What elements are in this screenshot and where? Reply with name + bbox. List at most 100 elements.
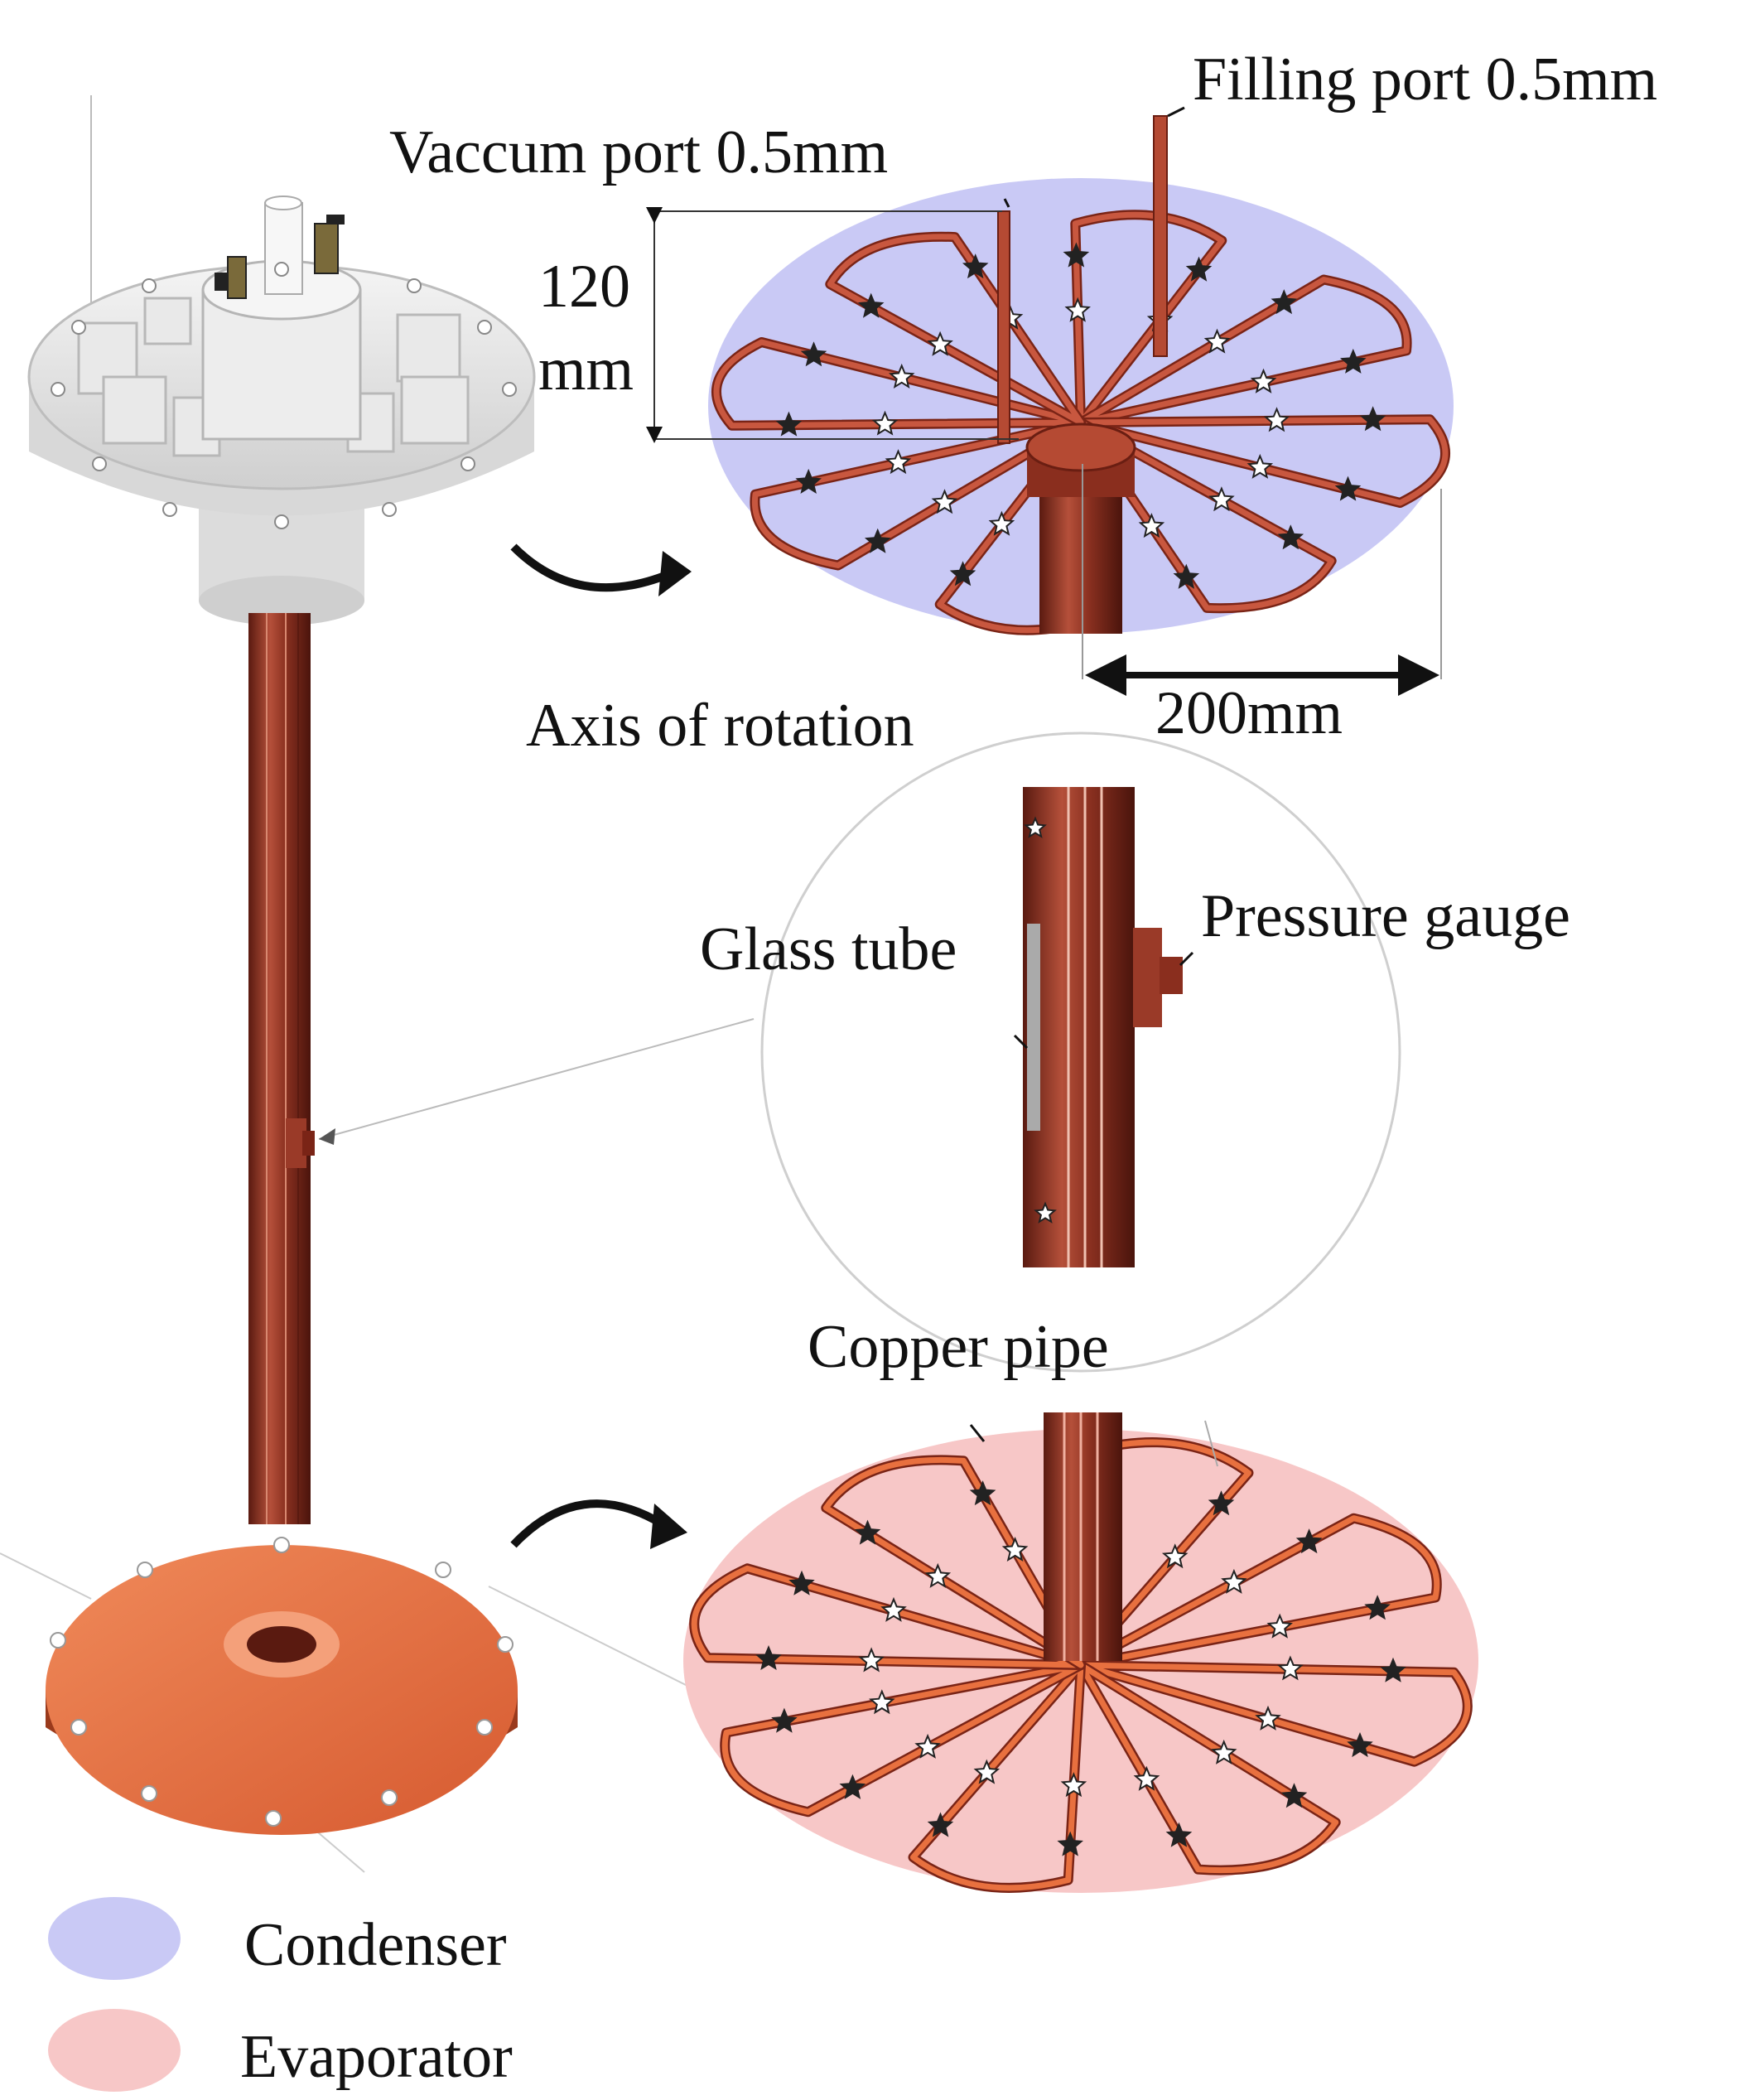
thermocouple-marker: [969, 1480, 996, 1506]
thermocouple-marker: [1221, 1568, 1247, 1594]
thermocouple-marker: [1359, 406, 1386, 432]
thermocouple-marker: [1347, 1731, 1373, 1758]
thermocouple-marker: [795, 468, 822, 495]
thermocouple-marker: [1340, 348, 1367, 374]
thermocouple-marker: [1334, 476, 1362, 501]
thermocouple-marker: [788, 1570, 815, 1596]
evaporator-plate: [46, 1537, 518, 1835]
thermocouple-marker: [924, 1562, 952, 1588]
thermocouple-marker: [871, 410, 899, 436]
legend-swatch-evaporator: [48, 2009, 181, 2092]
thermocouple-marker: [885, 449, 912, 475]
thermocouple-marker: [864, 528, 891, 553]
copper-rod: [248, 613, 315, 1524]
pipe-loop: [910, 1662, 1084, 1891]
thermocouple-marker: [839, 1774, 866, 1799]
thermocouple-marker: [1277, 524, 1304, 550]
thermocouple-marker: [1276, 1655, 1304, 1681]
legend-item-condenser: Condenser: [48, 1897, 507, 1980]
thermocouple-marker: [1203, 328, 1231, 354]
thermocouple-marker: [1271, 289, 1298, 315]
legend-item-evaporator: Evaporator: [48, 2009, 513, 2092]
thermocouple-marker: [1364, 1595, 1391, 1620]
thermocouple-marker: [1063, 242, 1090, 268]
axis-of-rotation-label: Axis of rotation: [526, 692, 914, 760]
thermocouple-marker: [914, 1733, 941, 1759]
pressure-gauge-body: [1133, 928, 1162, 1027]
thermocouple-marker: [1250, 368, 1277, 393]
thermocouple-marker: [1064, 297, 1091, 322]
diameter-dimension: [1082, 464, 1442, 696]
thermocouple-marker: [1001, 1536, 1029, 1562]
thermocouple-marker: [1057, 1831, 1083, 1856]
thermocouple-marker: [1210, 1739, 1237, 1764]
legend-label-evaporator: Evaporator: [240, 2023, 513, 2091]
pipe-loop: [827, 234, 1084, 426]
heat-pipe-assembly: [0, 95, 688, 1873]
thermocouple-marker: [988, 510, 1015, 536]
vacuum-port-tube: [997, 210, 1010, 444]
vacuum-port-label: Vaccum port 0.5mm: [389, 118, 888, 186]
glass-tube-window: [1027, 924, 1040, 1131]
legend-label-condenser: Condenser: [244, 1911, 507, 1979]
evaporator-curved-arrow: [510, 1499, 665, 1548]
thermocouple-marker: [880, 1596, 907, 1622]
thermocouple-marker: [1185, 256, 1213, 282]
thermocouple-marker: [1380, 1657, 1406, 1682]
thermocouple-marker: [1024, 816, 1047, 838]
thermocouple-marker: [1280, 1783, 1308, 1808]
condenser-housing: [27, 196, 536, 625]
legend: Condenser Evaporator: [48, 1897, 513, 2092]
filling-port-tube: [1153, 115, 1168, 357]
thermocouple-marker: [927, 1812, 954, 1837]
copper-pipe-label: Copper pipe: [808, 1313, 1109, 1381]
thermocouple-marker: [755, 1644, 782, 1671]
condenser-detail: [708, 115, 1454, 635]
condenser-curved-arrow: [510, 543, 677, 592]
pressure-gauge-label: Pressure gauge: [1201, 882, 1570, 950]
thermocouple-marker: [1246, 453, 1274, 479]
pipe-loop: [751, 419, 1084, 568]
filling-port-label: Filling port 0.5mm: [1193, 46, 1657, 113]
legend-swatch-condenser: [48, 1897, 181, 1980]
diameter-label: 200mm: [1155, 679, 1343, 747]
thermocouple-marker: [800, 341, 827, 367]
thermocouple-marker: [927, 331, 953, 356]
evaporator-detail: [683, 1412, 1478, 1893]
pipe-loop: [1078, 1515, 1440, 1668]
thermocouple-marker: [962, 253, 989, 279]
thermocouple-marker: [1295, 1528, 1323, 1554]
evaporator-pipe-loops: [689, 1437, 1473, 1893]
thermocouple-marker: [1255, 1705, 1281, 1731]
thermocouple-marker: [854, 1519, 881, 1545]
thermocouple-marker: [1263, 407, 1290, 432]
glass-tube-detail: [318, 731, 1401, 1373]
thermocouple-marker: [931, 489, 958, 514]
thermocouple-marker: [1208, 486, 1235, 512]
thermocouple-marker: [1133, 1765, 1160, 1791]
thermocouple-marker: [775, 411, 803, 437]
thermocouple-marker: [888, 363, 915, 389]
thermocouple-marker: [771, 1707, 798, 1733]
thermocouple-marker: [1173, 563, 1200, 589]
pipe-loop: [1078, 277, 1410, 426]
height-value-label: 120: [538, 253, 630, 321]
pipe-loop: [1078, 1662, 1471, 1765]
thermocouple-marker: [857, 292, 885, 318]
thermocouple-marker: [1266, 1613, 1293, 1639]
thermocouple-marker: [869, 1689, 895, 1715]
thermocouple-marker: [1161, 1543, 1189, 1569]
thermocouple-marker: [1208, 1490, 1235, 1516]
pipe-loop: [713, 339, 1084, 429]
thermocouple-marker: [1138, 513, 1165, 538]
thermocouple-marker: [858, 1647, 885, 1673]
thermocouple-marker: [1060, 1772, 1087, 1798]
height-dimension: [646, 207, 1019, 443]
thermocouple-marker: [973, 1759, 1001, 1784]
glass-tube-label: Glass tube: [700, 915, 957, 983]
pipe-loop: [1078, 1662, 1339, 1874]
pipe-loop: [691, 1565, 1084, 1668]
pipe-loop: [1078, 419, 1335, 611]
pipe-loop: [1078, 416, 1449, 506]
